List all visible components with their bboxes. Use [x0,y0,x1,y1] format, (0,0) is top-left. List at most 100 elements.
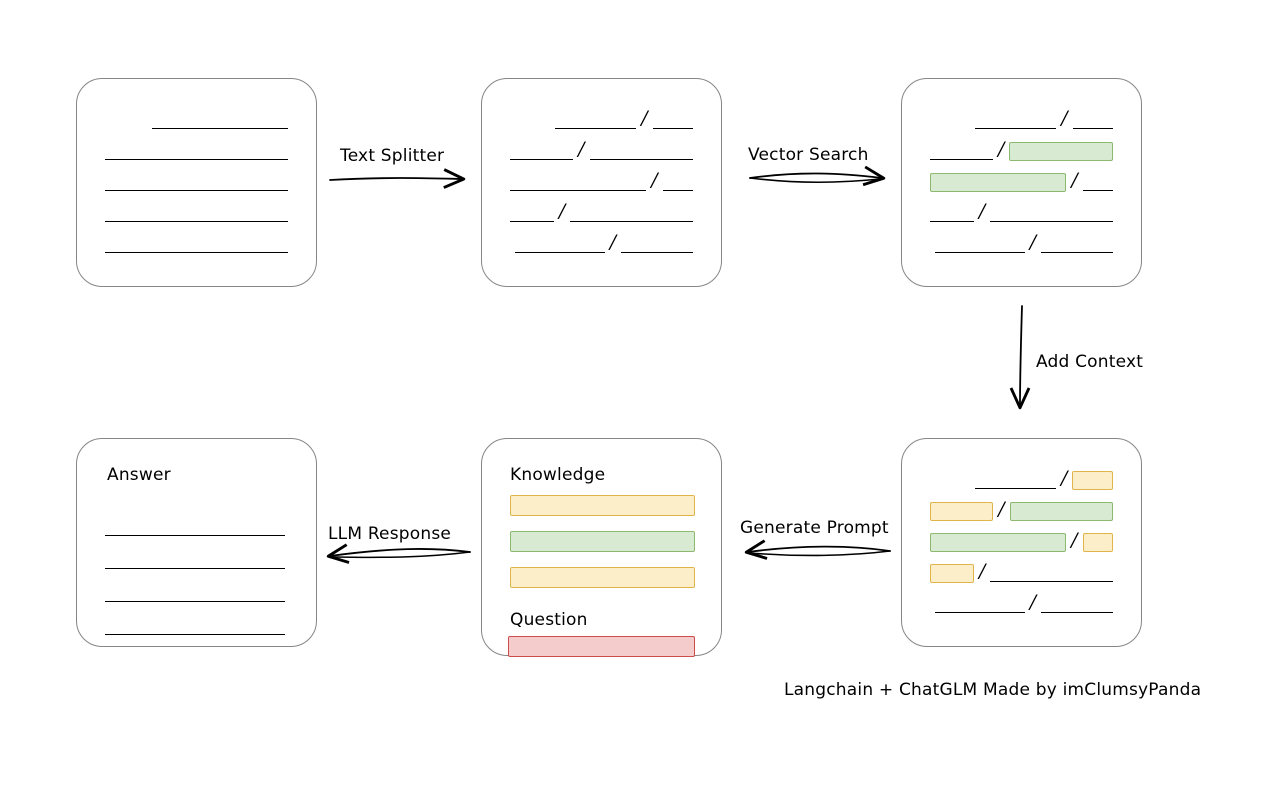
chunk-separator-slash: / [651,169,658,191]
text-line-segment [621,237,693,253]
text-line-segment [515,237,605,253]
chunk-separator-slash: / [578,138,585,160]
arrow-label-add-context: Add Context [1036,352,1144,372]
text-line-segment [1082,175,1113,191]
highlighted-chunk-yellow [930,564,975,583]
split-chunks-card[interactable]: / / / / / [481,78,722,287]
text-line-row [105,511,288,544]
question-chunk-red [508,636,695,657]
knowledge-heading: Knowledge [510,465,606,485]
arrow-label-llm-response: LLM Response [328,524,452,544]
text-line-row: / [930,105,1113,136]
source-document-lines [105,105,288,260]
text-line-segment [1041,597,1113,613]
knowledge-chunk-yellow [510,567,695,588]
generated-prompt-card[interactable]: Knowledge Question [481,438,722,657]
chunk-separator-slash: / [1071,529,1078,551]
text-line-row [105,577,288,610]
text-line-segment [589,144,693,160]
answer-card[interactable]: Answer [76,438,317,647]
text-line-segment [105,206,288,222]
text-line-row [105,167,288,198]
chunk-separator-slash: / [558,200,566,222]
highlighted-chunk-green [1009,142,1113,161]
text-line-row [105,229,288,260]
text-line-row: / [930,198,1113,229]
chunk-separator-slash: / [1029,591,1037,613]
arrow-llm-response [326,543,471,564]
text-line-row: / [930,229,1113,260]
text-line-row: / [930,465,1113,496]
text-line-segment [105,520,285,536]
arrow-label-generate-prompt: Generate Prompt [740,518,889,538]
text-line-row: / [930,136,1113,167]
text-line-segment [510,206,554,222]
highlighted-chunk-yellow [1072,471,1113,490]
question-heading: Question [510,610,588,630]
chunk-separator-slash: / [1060,467,1068,489]
text-line-segment [935,237,1025,253]
chunk-separator-slash: / [978,200,986,222]
text-line-row: / [510,136,693,167]
highlighted-chunk-green [930,173,1067,192]
text-line-row: / [510,167,693,198]
question-chunk-wrap [508,636,695,657]
text-line-segment [662,175,693,191]
knowledge-chunk-list [510,495,695,588]
text-line-segment [555,113,637,129]
chunk-separator-slash: / [641,107,648,129]
highlighted-chunk-green [930,533,1067,552]
text-line-segment [151,113,288,129]
text-line-segment [975,113,1057,129]
text-line-segment [510,144,574,160]
text-line-segment [105,175,288,191]
text-line-row [105,544,288,577]
chunk-separator-slash: / [1071,169,1078,191]
text-line-segment [105,237,288,253]
text-line-row [105,105,288,136]
chunk-separator-slash: / [1029,231,1037,253]
knowledge-chunk-yellow [510,495,695,516]
text-line-row: / [510,229,693,260]
chunk-separator-slash: / [998,138,1005,160]
text-line-row: / [510,198,693,229]
text-line-row: / [930,527,1113,558]
text-line-segment [510,175,647,191]
highlighted-chunk-yellow [930,502,994,521]
vector-matched-chunks-lines: / / / / / [930,105,1113,260]
arrow-text-splitter [329,168,466,189]
vector-matched-chunks-card[interactable]: / / / / / [901,78,1142,287]
text-line-segment [105,144,288,160]
arrow-generate-prompt [744,539,891,560]
chunk-separator-slash: / [998,498,1005,520]
arrow-add-context [1009,305,1031,410]
chunk-separator-slash: / [609,231,617,253]
arrow-vector-search [749,165,886,187]
text-line-row: / [510,105,693,136]
text-line-row: / [930,589,1113,620]
text-line-segment [930,144,994,160]
text-line-row [105,198,288,229]
text-line-row: / [930,167,1113,198]
answer-heading: Answer [107,465,171,485]
highlighted-chunk-green [1009,502,1113,521]
source-document-card[interactable] [76,78,317,287]
split-chunks-lines: / / / / / [510,105,693,260]
text-line-segment [1072,113,1113,129]
text-line-row [105,610,288,643]
arrow-label-vector-search: Vector Search [748,145,869,165]
text-line-segment [975,473,1056,489]
text-line-segment [570,206,693,222]
context-enriched-chunks-card[interactable]: / / / / / [901,438,1142,647]
arrow-label-text-splitter: Text Splitter [340,146,445,166]
text-line-row: / [930,496,1113,527]
knowledge-chunk-green [510,531,695,552]
text-line-row [105,136,288,167]
text-line-segment [1041,237,1113,253]
text-line-segment [105,619,285,635]
chunk-separator-slash: / [1061,107,1068,129]
text-line-segment [652,113,693,129]
chunk-separator-slash: / [979,560,986,582]
text-line-segment [930,206,974,222]
